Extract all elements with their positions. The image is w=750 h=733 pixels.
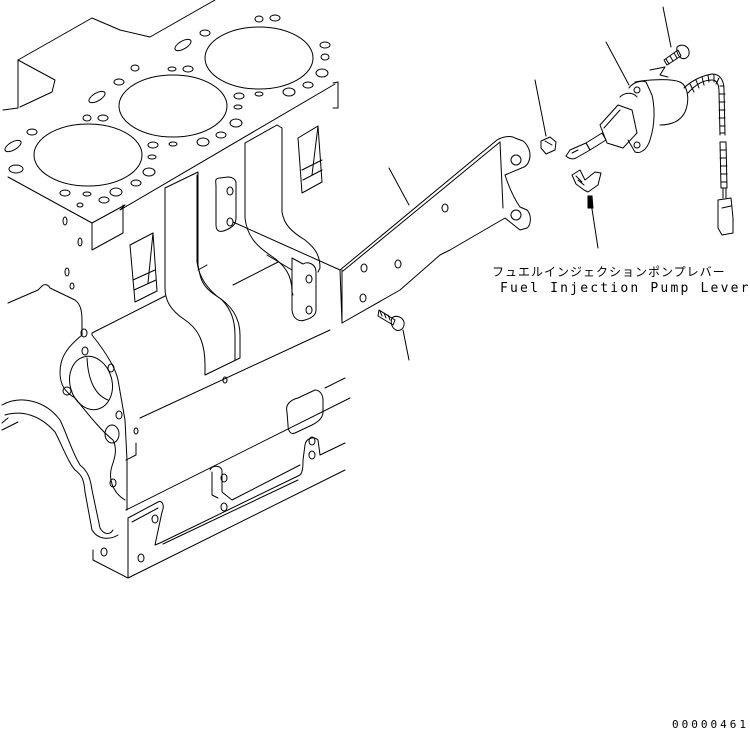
part-label-japanese: フュエルインジェクションポンプレバー [492, 265, 726, 279]
mounting-bracket [340, 137, 530, 323]
cylinder-block [2, 0, 350, 578]
fuel-injection-pump-lever [572, 170, 601, 248]
nut [535, 80, 556, 154]
solenoid-bolt [650, 7, 689, 77]
drawing-number: 00000461 [672, 718, 749, 731]
bracket-bolt [378, 310, 409, 360]
part-label-english: Fuel Injection Pump Lever [500, 281, 750, 296]
alignment-line [233, 222, 340, 270]
solenoid [566, 42, 733, 235]
